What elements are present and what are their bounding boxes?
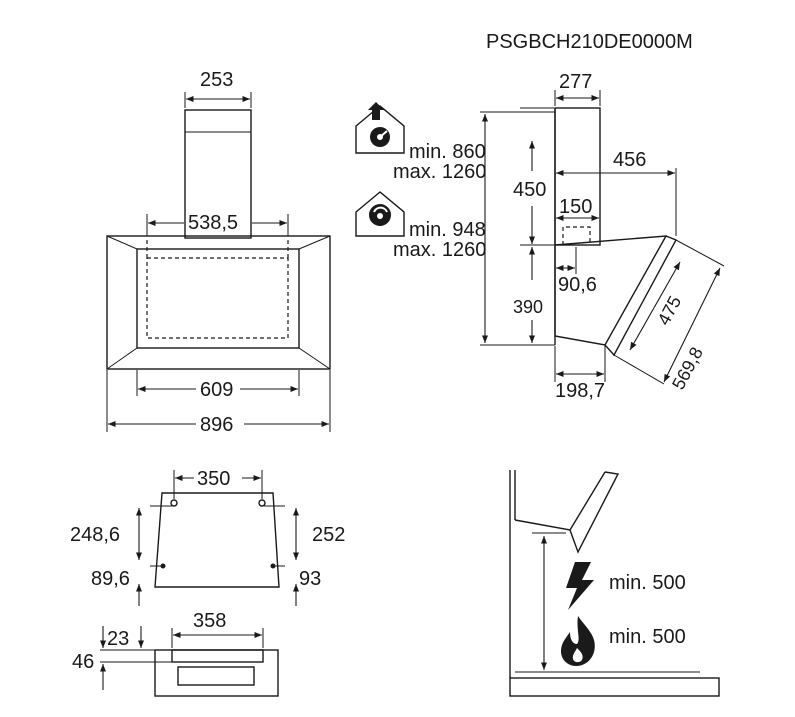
chimney-depth-label: 277 (559, 71, 592, 93)
wall-bracket-view: 358 23 46 (72, 610, 279, 697)
bracket-view: 350 248,6 89,6 252 93 (70, 468, 345, 606)
recirculation-house-icon (355, 191, 405, 237)
glass-height-label: 475 (653, 293, 685, 329)
left-height-label: 248,6 (70, 524, 120, 546)
right-height-label: 252 (312, 524, 345, 546)
outlet-height-label: 90,6 (558, 274, 597, 296)
bracket-thickness-label: 23 (107, 628, 129, 650)
cooktop (509, 677, 720, 697)
bracket-height-label: 46 (72, 651, 94, 673)
front-chimney (184, 109, 252, 239)
lightning-bolt-icon (566, 562, 594, 610)
duct-max-label: max. 1260 (393, 161, 486, 183)
chimney-width-label: 253 (200, 69, 233, 91)
right-offset-label: 93 (299, 568, 321, 590)
wall-bracket-body (154, 649, 279, 697)
bracket-width-label: 358 (193, 610, 226, 632)
ducted-extraction-house-icon (355, 102, 405, 154)
inner-width-label: 609 (200, 379, 233, 401)
total-width-label: 896 (200, 414, 233, 436)
base-depth-label: 198,7 (555, 380, 605, 402)
front-view: 253 538,5 609 896 (106, 69, 331, 436)
front-hood-outer (106, 235, 331, 370)
gas-flame-icon (561, 616, 595, 666)
recirc-min-label: min. 948 (409, 219, 486, 241)
mounting-template (154, 492, 280, 588)
recirc-max-label: max. 1260 (393, 239, 486, 261)
chimney-height-label: 450 (513, 179, 546, 201)
left-offset-label: 89,6 (91, 568, 130, 590)
clearance-view: min. 500 min. 500 (509, 470, 720, 697)
electric-clearance-label: min. 500 (609, 572, 686, 594)
gas-clearance-label: min. 500 (609, 626, 686, 648)
side-chimney (554, 107, 601, 246)
model-code: PSGBCH210DE0000M (486, 31, 693, 53)
duct-min-label: min. 860 (409, 141, 486, 163)
outlet-depth-label: 150 (559, 196, 592, 218)
total-depth-label: 456 (613, 149, 646, 171)
inner-span-label: 538,5 (188, 212, 238, 234)
glass-length-label: 569,8 (668, 344, 707, 393)
front-glass-panel (136, 248, 300, 349)
hole-spacing-label: 350 (197, 468, 230, 490)
body-height-label: 390 (513, 297, 543, 317)
side-view: 277 450 390 456 150 90,6 (480, 71, 725, 402)
